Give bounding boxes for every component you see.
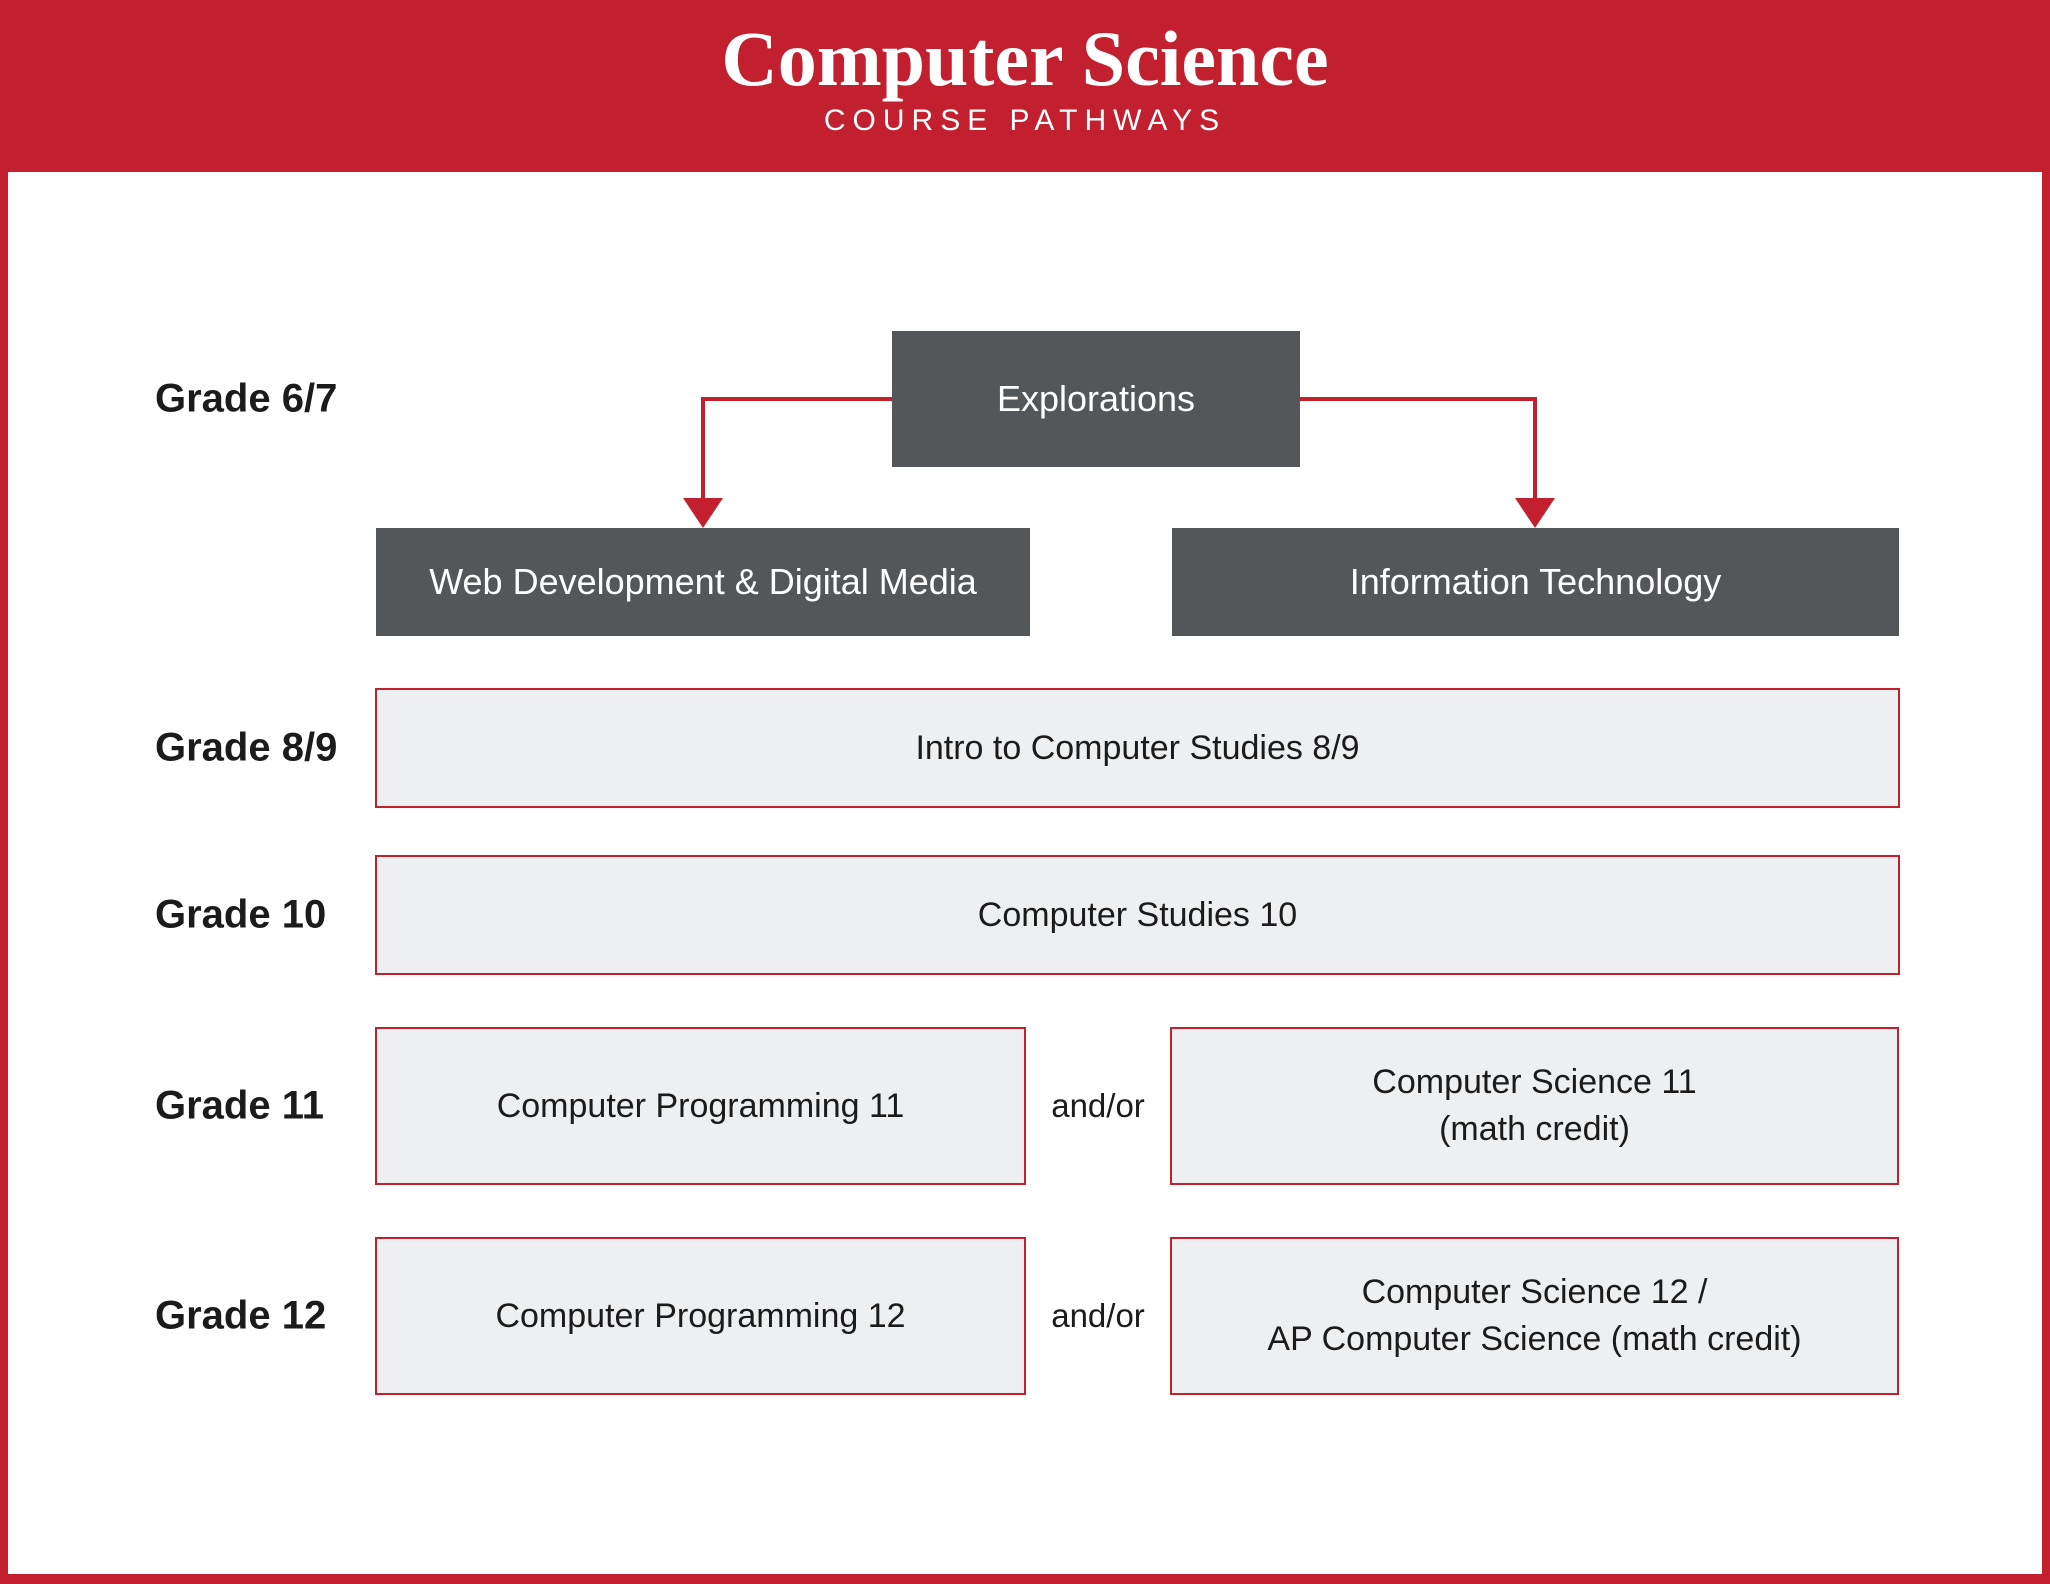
computer-studies-10-box: Computer Studies 10 (375, 855, 1900, 975)
explorations-box-label: Explorations (996, 378, 1196, 419)
grade-10-label: Grade 10 (155, 892, 327, 937)
and-or-connector-grade-12: and/or (1051, 1297, 1145, 1334)
bottom-border (0, 1574, 2050, 1584)
computer-programming-11-box: Computer Programming 11 (375, 1027, 1026, 1185)
web-development-digital-media-box: Web Development & Digital Media (376, 528, 1030, 636)
intro-computer-studies-label: Intro to Computer Studies 8/9 (915, 728, 1360, 767)
information-technology-label: Information Technology (1349, 561, 1722, 602)
page-title: Computer Science (721, 15, 1329, 102)
connector-left-vertical (701, 397, 705, 500)
computer-science-11-box: Computer Science 11 (math credit) (1170, 1027, 1899, 1185)
computer-science-11-label-line2: (math credit) (1439, 1110, 1630, 1148)
explorations-box: Explorations (892, 331, 1300, 467)
computer-programming-12-label: Computer Programming 12 (495, 1296, 906, 1335)
connector-right-horizontal (1300, 397, 1535, 401)
right-border (2042, 0, 2050, 1584)
connector-right-vertical (1533, 397, 1537, 500)
grade-11-label: Grade 11 (155, 1083, 325, 1128)
information-technology-box: Information Technology (1172, 528, 1899, 636)
down-arrow-icon (683, 498, 723, 528)
header: Computer Science COURSE PATHWAYS (0, 0, 2050, 172)
page-subtitle: COURSE PATHWAYS (823, 103, 1227, 137)
down-arrow-icon (1515, 498, 1555, 528)
computer-programming-12-box: Computer Programming 12 (375, 1237, 1026, 1395)
left-border (0, 0, 8, 1584)
computer-science-12-box: Computer Science 12 / AP Computer Scienc… (1170, 1237, 1899, 1395)
computer-science-12-label-line2: AP Computer Science (math credit) (1267, 1320, 1802, 1358)
computer-studies-10-label: Computer Studies 10 (977, 895, 1298, 934)
computer-science-11-label-line1: Computer Science 11 (1372, 1063, 1697, 1102)
computer-programming-11-label: Computer Programming 11 (496, 1086, 905, 1125)
connector-left-horizontal (703, 397, 892, 401)
grade-12-label: Grade 12 (155, 1293, 327, 1338)
web-development-digital-media-label: Web Development & Digital Media (429, 561, 977, 602)
and-or-connector-grade-11: and/or (1051, 1087, 1145, 1124)
grade-8-9-label: Grade 8/9 (155, 725, 338, 770)
computer-science-12-label-line1: Computer Science 12 / (1361, 1273, 1708, 1312)
intro-computer-studies-box: Intro to Computer Studies 8/9 (375, 688, 1900, 808)
grade-6-7-label: Grade 6/7 (155, 376, 338, 421)
